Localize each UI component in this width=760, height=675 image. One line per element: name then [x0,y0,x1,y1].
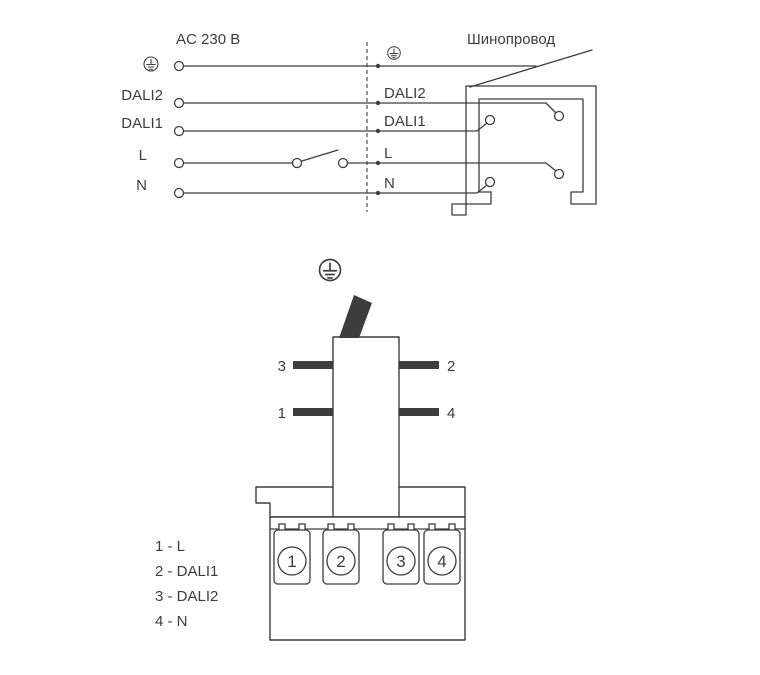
legend-item: 3 - DALI2 [155,588,218,605]
junction-dot-line [375,160,381,166]
junction-dot-neutral [375,190,381,196]
terminal-module-4: 4 [423,523,461,585]
adapter-lock-lever [339,295,372,338]
terminal-circle [427,546,457,576]
contact-pin-2 [399,361,439,369]
label-line-right: L [384,145,392,162]
legend-item: 1 - L [155,538,185,555]
busway-title: Шинопровод [467,31,555,48]
supply-to-busway-schematic: AC 230 В Шинопровод DALI2 DALI1 L N [121,31,597,216]
terminal-circle [386,546,416,576]
earth-ground-icon [387,46,401,60]
terminal-number: 4 [437,552,446,571]
label-dali1-left: DALI1 [121,115,163,132]
line-terminal [173,157,185,169]
label-dali2-right: DALI2 [384,85,426,102]
contact-pin-4 [399,408,439,416]
busway-contact-dali2 [553,110,565,122]
neutral-wire [183,184,488,194]
label-dali2-left: DALI2 [121,87,163,104]
pin-label-left-bottom: 1 [278,405,286,422]
junction-dot-dali1 [375,128,381,134]
neutral-terminal [173,187,185,199]
label-dali1-right: DALI1 [384,113,426,130]
terminal-module-1: 1 [273,523,311,585]
pe-terminal [173,60,185,72]
earth-ground-icon [143,56,159,72]
contact-pin-3 [293,361,333,369]
pin-label-right-top: 2 [447,358,455,375]
adapter-body [332,336,400,518]
terminal-legend: 1 - L 2 - DALI1 3 - DALI2 4 - N [155,538,218,630]
junction-dot-dali2 [375,100,381,106]
track-adapter-drawing: 3 1 2 4 1 2 3 [155,258,466,641]
label-neutral-right: N [384,175,395,192]
terminal-circle [326,546,356,576]
terminal-number: 1 [287,552,296,571]
contact-pin-1 [293,408,333,416]
switch-contact-left [291,157,303,169]
dali2-wire [183,102,557,114]
busway-contact-line [553,168,565,180]
busway-leader-line [469,49,593,88]
terminal-module-2: 2 [322,523,360,585]
busway-contact-neutral [484,176,496,188]
switch-contact-right [337,157,349,169]
dali2-terminal [173,97,185,109]
terminal-circle [277,546,307,576]
junction-dot-pe [375,63,381,69]
busway-contact-dali1 [484,114,496,126]
earth-ground-icon [318,258,342,282]
switch-blade [301,149,339,162]
terminal-number: 3 [396,552,405,571]
pin-label-right-bottom: 4 [447,405,455,422]
legend-item: 4 - N [155,613,188,630]
terminal-module-3: 3 [382,523,420,585]
busway-mounting-foot [451,203,467,216]
supply-voltage-label: AC 230 В [176,31,240,48]
line-wire-after-switch [347,162,557,172]
busway-profile-outline [465,85,597,205]
dali1-terminal [173,125,185,137]
dali1-wire [183,122,488,132]
pin-label-left-top: 3 [278,358,286,375]
terminal-number: 2 [336,552,345,571]
legend-item: 2 - DALI1 [155,563,218,580]
label-line-left: L [139,147,147,164]
label-neutral-left: N [136,177,147,194]
